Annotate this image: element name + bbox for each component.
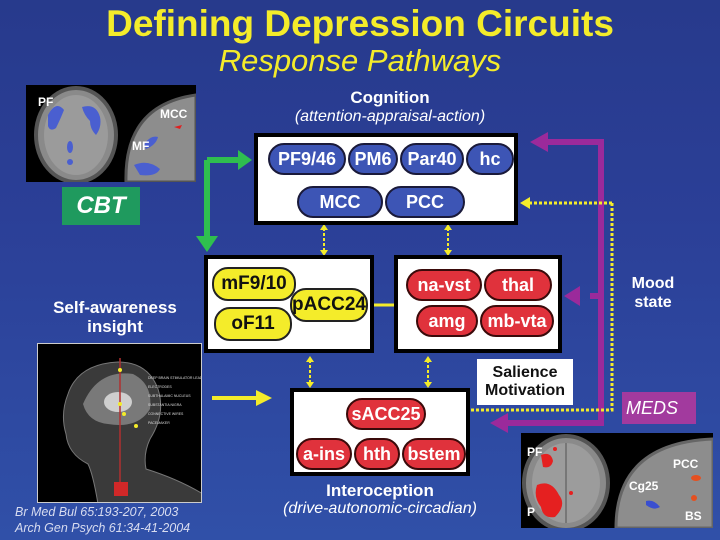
interoception-subheading: (drive-autonomic-circadian): [283, 500, 477, 517]
scan-label-mcc: MCC: [160, 107, 188, 121]
green-arrow: [196, 150, 252, 252]
cognition-box: PF9/46 PM6 Par40 hc MCC PCC: [254, 133, 518, 225]
brain-scan-image: [34, 86, 196, 182]
node-amg: amg: [416, 305, 478, 337]
node-pf9-46: PF9/46: [268, 143, 346, 175]
meds-label: MEDS: [626, 398, 679, 418]
insight-text: insight: [87, 317, 143, 336]
salience-text: Salience: [492, 364, 558, 381]
reference-1: Br Med Bul 65:193-207, 2003: [15, 505, 179, 519]
scan-label-cg25: Cg25: [629, 479, 659, 493]
dbs-label-wires: CONNECTIVE WIRES: [148, 412, 184, 416]
dbs-label-subthalamic: SUBTHALAMIC NUCLEUS: [148, 394, 191, 398]
dbs-label-substantia: SUBSTANTIA NIGRA: [148, 403, 182, 407]
node-hth: hth: [354, 438, 400, 470]
self-awareness-label: Self-awareness insight: [30, 298, 200, 336]
scan-label-p: P: [527, 505, 536, 519]
node-hc: hc: [466, 143, 514, 175]
meds-brain-scan: PF P PCC Cg25 BS: [521, 433, 713, 528]
interoception-heading: Interoception: [326, 481, 434, 500]
scan-label-pf: PF: [38, 95, 54, 109]
interoception-box: sACC25 a-ins hth bstem: [290, 388, 470, 476]
node-pacc24: pACC24: [290, 288, 368, 322]
meds-scan-image: [522, 434, 713, 528]
node-mf9-10: mF9/10: [212, 267, 296, 301]
dbs-label-lead: DEEP BRAIN STIMULATOR LEAD: [148, 376, 202, 380]
reference-2: Arch Gen Psych 61:34-41-2004: [15, 521, 191, 535]
yellow-solid-arrow: [212, 390, 272, 406]
node-mb-vta: mb-vta: [480, 305, 554, 337]
dbs-illustration: DEEP BRAIN STIMULATOR LEAD ELECTRODES SU…: [37, 343, 202, 503]
cognition-heading: Cognition: [350, 88, 430, 107]
slide-title: Defining Depression Circuits: [106, 3, 614, 44]
scan-label-mf: MF: [132, 139, 150, 153]
meds-badge: MEDS: [622, 392, 696, 424]
dbs-label-electrodes: ELECTRODES: [148, 385, 172, 389]
scan-label-bs: BS: [685, 509, 702, 523]
cognition-subheading: (attention-appraisal-action): [294, 108, 486, 125]
node-thal: thal: [484, 269, 552, 301]
node-mcc: MCC: [297, 186, 383, 218]
self-awareness-text: Self-awareness: [53, 298, 177, 317]
prefrontal-box: mF9/10 pACC24 oF11: [204, 255, 374, 353]
scan-label-pf-bottom: PF: [527, 445, 543, 459]
mood-text: Mood: [631, 275, 675, 292]
purple-arrow: [490, 132, 604, 433]
node-na-vst: na-vst: [406, 269, 482, 301]
node-sacc25: sACC25: [346, 398, 426, 430]
mood-state-label: Mood state: [618, 274, 688, 312]
slide-subtitle: Response Pathways: [218, 43, 502, 78]
cbt-label: CBT: [76, 192, 126, 219]
scan-label-pcc: PCC: [673, 457, 699, 471]
node-pcc: PCC: [385, 186, 465, 218]
cbt-badge: CBT: [62, 187, 140, 225]
node-of11: oF11: [214, 307, 292, 341]
state-text: state: [634, 294, 672, 311]
salience-motivation-label: Salience Motivation: [477, 359, 573, 405]
node-a-ins: a-ins: [296, 438, 352, 470]
limbic-box: na-vst thal amg mb-vta: [394, 255, 562, 353]
node-bstem: bstem: [402, 438, 466, 470]
motivation-text: Motivation: [485, 382, 565, 399]
references: Br Med Bul 65:193-207, 2003 Arch Gen Psy…: [15, 504, 190, 536]
head-illustration: [62, 358, 201, 502]
dbs-label-pacemaker: PACEMAKER: [148, 421, 170, 425]
node-pm6: PM6: [348, 143, 398, 175]
cbt-brain-scan: PF MCC MF: [26, 85, 196, 182]
node-par40: Par40: [400, 143, 464, 175]
